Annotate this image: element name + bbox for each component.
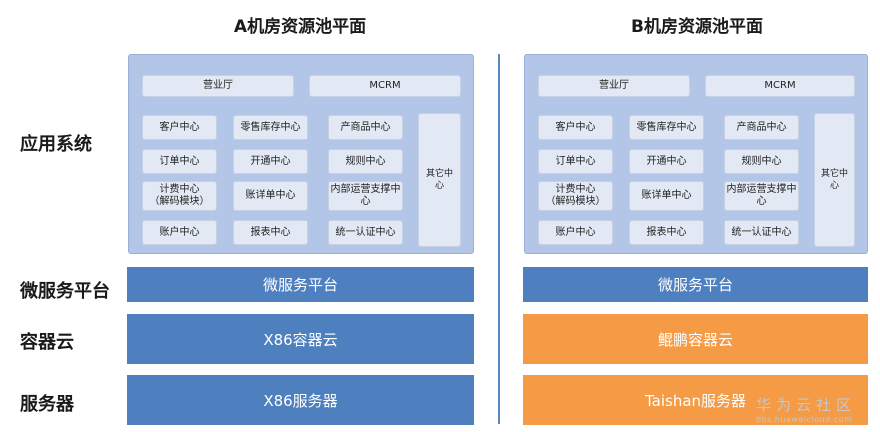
plane-b-title: B机房资源池平面 [631, 17, 763, 37]
plane-a-center-box: 开通中心 [233, 149, 308, 174]
plane-b-app-panel: 营业厅 MCRM 客户中心 零售库存中心 产商品中心 订单中心 开通中心 规则中… [524, 54, 868, 254]
plane-b-center-box: 产商品中心 [724, 115, 799, 140]
plane-a-center-box: 计费中心 （解码模块） [142, 181, 217, 211]
plane-a-app-panel: 营业厅 MCRM 客户中心 零售库存中心 产商品中心 订单中心 开通中心 规则中… [128, 54, 474, 254]
plane-b-top-box-hall: 营业厅 [538, 75, 690, 97]
plane-b-container-band: 鲲鹏容器云 [523, 314, 868, 364]
plane-b-center-box: 开通中心 [629, 149, 704, 174]
plane-b-center-box: 统一认证中心 [724, 220, 799, 245]
plane-a-server-band: X86服务器 [127, 375, 474, 425]
plane-b-center-box: 账详单中心 [629, 181, 704, 211]
plane-a-container-band: X86容器云 [127, 314, 474, 364]
plane-b-center-box: 账户中心 [538, 220, 613, 245]
plane-b-center-box: 客户中心 [538, 115, 613, 140]
plane-a-top-box-mcrm: MCRM [309, 75, 461, 97]
plane-a-title: A机房资源池平面 [233, 17, 367, 37]
plane-b-top-box-mcrm: MCRM [705, 75, 855, 97]
plane-a-top-box-hall: 营业厅 [142, 75, 294, 97]
row-label-app-system: 应用系统 [20, 134, 92, 155]
plane-a-other-center: 其它中心 [418, 113, 461, 247]
plane-a-center-box: 报表中心 [233, 220, 308, 245]
plane-a-center-box: 账户中心 [142, 220, 217, 245]
plane-b-server-band: Taishan服务器 [523, 375, 868, 425]
plane-b-center-box: 零售库存中心 [629, 115, 704, 140]
plane-a-microservice-band: 微服务平台 [127, 267, 474, 302]
plane-b-center-box: 报表中心 [629, 220, 704, 245]
plane-b-center-box: 订单中心 [538, 149, 613, 174]
plane-a-center-box: 零售库存中心 [233, 115, 308, 140]
watermark-url: bbs.huaweicloud.com [756, 415, 853, 424]
row-label-container: 容器云 [20, 332, 74, 353]
plane-b-center-box: 规则中心 [724, 149, 799, 174]
plane-a-center-box: 统一认证中心 [328, 220, 403, 245]
plane-a-center-box: 订单中心 [142, 149, 217, 174]
row-label-server: 服务器 [20, 394, 74, 415]
plane-b-other-center: 其它中心 [814, 113, 855, 247]
plane-divider [498, 54, 500, 424]
plane-a-center-box: 规则中心 [328, 149, 403, 174]
watermark-title: 华为云社区 [756, 396, 857, 414]
plane-b-microservice-band: 微服务平台 [523, 267, 868, 302]
row-label-microservice: 微服务平台 [20, 281, 110, 302]
plane-a-center-box: 产商品中心 [328, 115, 403, 140]
plane-b-center-box: 计费中心 （解码模块） [538, 181, 613, 211]
watermark: 华为云社区 bbs.huaweicloud.com [756, 394, 856, 424]
plane-a-center-box: 客户中心 [142, 115, 217, 140]
plane-a-center-box: 内部运营支撑中心 [328, 181, 403, 211]
plane-a-center-box: 账详单中心 [233, 181, 308, 211]
plane-b-center-box: 内部运营支撑中心 [724, 181, 799, 211]
